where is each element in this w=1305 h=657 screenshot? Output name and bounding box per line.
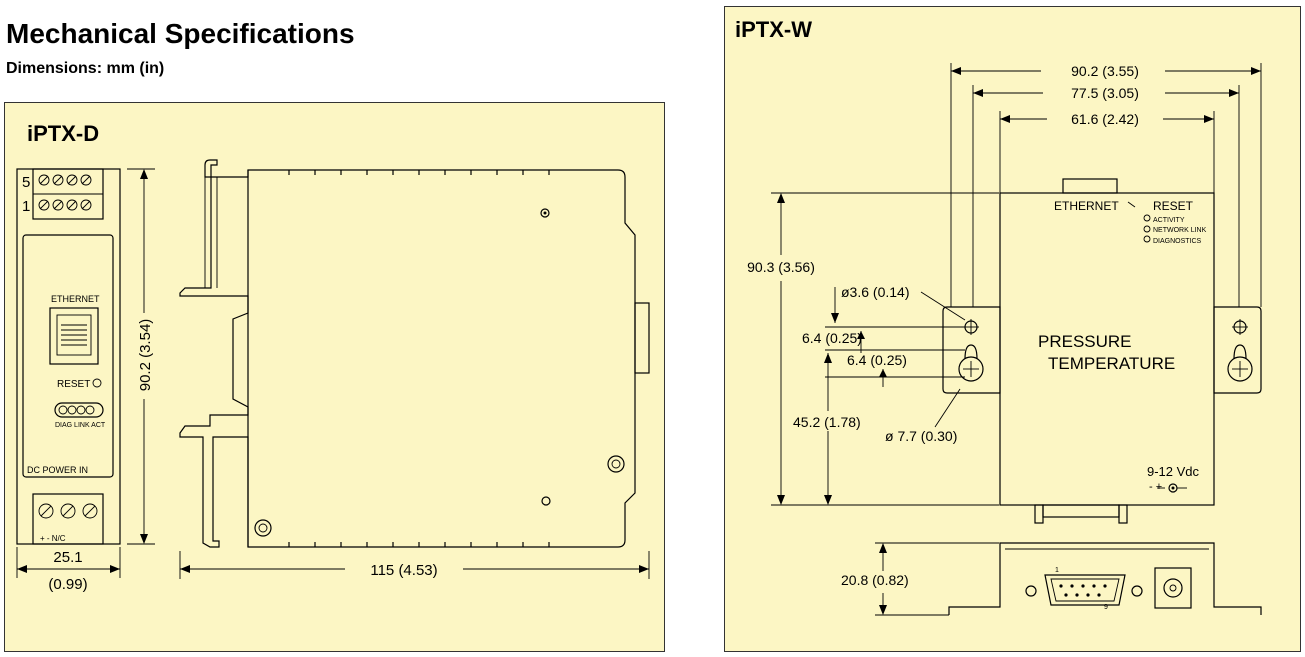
enclosure-front: ETHERNET RESET ACTIVITY NETWORK LINK DIA… (942, 178, 1262, 524)
mounting-dimensions: ø3.6 (0.14) 6.4 (0.25) 6.4 (0.25) 45.2 (… (787, 284, 966, 505)
iptx-d-panel: iPTX-D 5 1 ETHERNET (4, 102, 665, 652)
depth-dimension: 115 (4.53) (179, 551, 650, 579)
height-dimension: 90.3 (3.56) (747, 192, 999, 506)
hole-large-label: ø 7.7 (0.30) (885, 428, 957, 444)
led-network: NETWORK LINK (1153, 227, 1207, 234)
iptx-w-panel: iPTX-W 90.2 (3.55) 77.5 (3.05) 61.6 (2.4… (724, 6, 1301, 652)
terminal-label-5: 5 (22, 174, 30, 191)
dim-top-1: 90.2 (3.55) (1071, 63, 1139, 79)
dc-jack-housing (1154, 567, 1192, 609)
dim-side-height: 20.8 (0.82) (841, 572, 909, 588)
reset-label: RESET (1153, 199, 1194, 213)
left-keyhole (964, 344, 978, 360)
dim-top-2: 77.5 (3.05) (1071, 85, 1139, 101)
reset-label: RESET (57, 379, 90, 390)
dim-height: 90.3 (3.56) (747, 259, 815, 275)
side-view (179, 159, 650, 548)
offset-1-label: 6.4 (0.25) (802, 330, 862, 346)
led-activity: ACTIVITY (1153, 217, 1185, 224)
led-strip (54, 402, 104, 418)
height-dim-label: 90.2 (3.54) (137, 319, 154, 392)
side-connector (634, 302, 650, 374)
ethernet-label: ETHERNET (51, 294, 100, 304)
depth-dim-label: 115 (4.53) (370, 562, 437, 579)
bottom-vents (288, 542, 550, 547)
right-mount-tab (1213, 306, 1262, 394)
page-title: Mechanical Specifications (6, 18, 355, 49)
side-housing (247, 169, 636, 548)
iptx-d-title: iPTX-D (27, 121, 100, 146)
width-dimension: 25.1 (0.99) (16, 547, 121, 593)
power-polarity: - + (1149, 481, 1162, 493)
dim-top-3: 61.6 (2.42) (1071, 111, 1139, 127)
top-vents (288, 170, 550, 175)
db9-connector (1044, 574, 1126, 606)
top-terminal-screws (38, 174, 92, 211)
iptx-w-title: iPTX-W (735, 17, 812, 42)
db9-pins (1059, 584, 1107, 597)
iptx-d-drawing: 5 1 ETHERNET RESET DIAG LINK ACT DC POWE… (16, 159, 650, 593)
product-line-2: TEMPERATURE (1048, 354, 1175, 373)
led-diagnostics: DIAGNOSTICS (1153, 238, 1202, 245)
offset-2-label: 6.4 (0.25) (847, 352, 907, 368)
din-clip (179, 159, 249, 548)
dim-mount-label: 45.2 (1.78) (793, 414, 861, 430)
power-terminal-labels: + - N/C (40, 534, 66, 543)
product-line-1: PRESSURE (1038, 332, 1132, 351)
end-housing (948, 542, 1262, 615)
front-view: 5 1 ETHERNET RESET DIAG LINK ACT DC POWE… (16, 168, 121, 545)
end-view: 20.8 (0.82) 1 9 (841, 542, 1262, 616)
ethernet-port (49, 307, 99, 365)
left-mount-tab (942, 306, 1001, 394)
module-outline (16, 168, 121, 545)
terminal-label-1: 1 (22, 198, 30, 215)
width-dim-in: (0.99) (48, 576, 87, 593)
power-label: 9-12 Vdc (1147, 464, 1200, 479)
db9-pin-9: 9 (1104, 604, 1108, 611)
page-subtitle: Dimensions: mm (in) (6, 60, 165, 77)
power-label: DC POWER IN (27, 465, 88, 475)
height-dimension: 90.2 (3.54) (127, 168, 155, 545)
db9-pin-1: 1 (1055, 567, 1059, 574)
reset-button (92, 378, 102, 388)
iptx-w-drawing: 90.2 (3.55) 77.5 (3.05) 61.6 (2.42) 90.3… (747, 63, 1262, 616)
width-dim-mm: 25.1 (53, 549, 82, 566)
top-connector (1062, 178, 1118, 194)
ethernet-label: ETHERNET (1054, 199, 1119, 213)
led-labels: DIAG LINK ACT (55, 422, 106, 429)
right-keyhole (1233, 344, 1247, 360)
hole-small-label: ø3.6 (0.14) (841, 284, 909, 300)
top-dimensions: 90.2 (3.55) 77.5 (3.05) 61.6 (2.42) (950, 63, 1262, 307)
